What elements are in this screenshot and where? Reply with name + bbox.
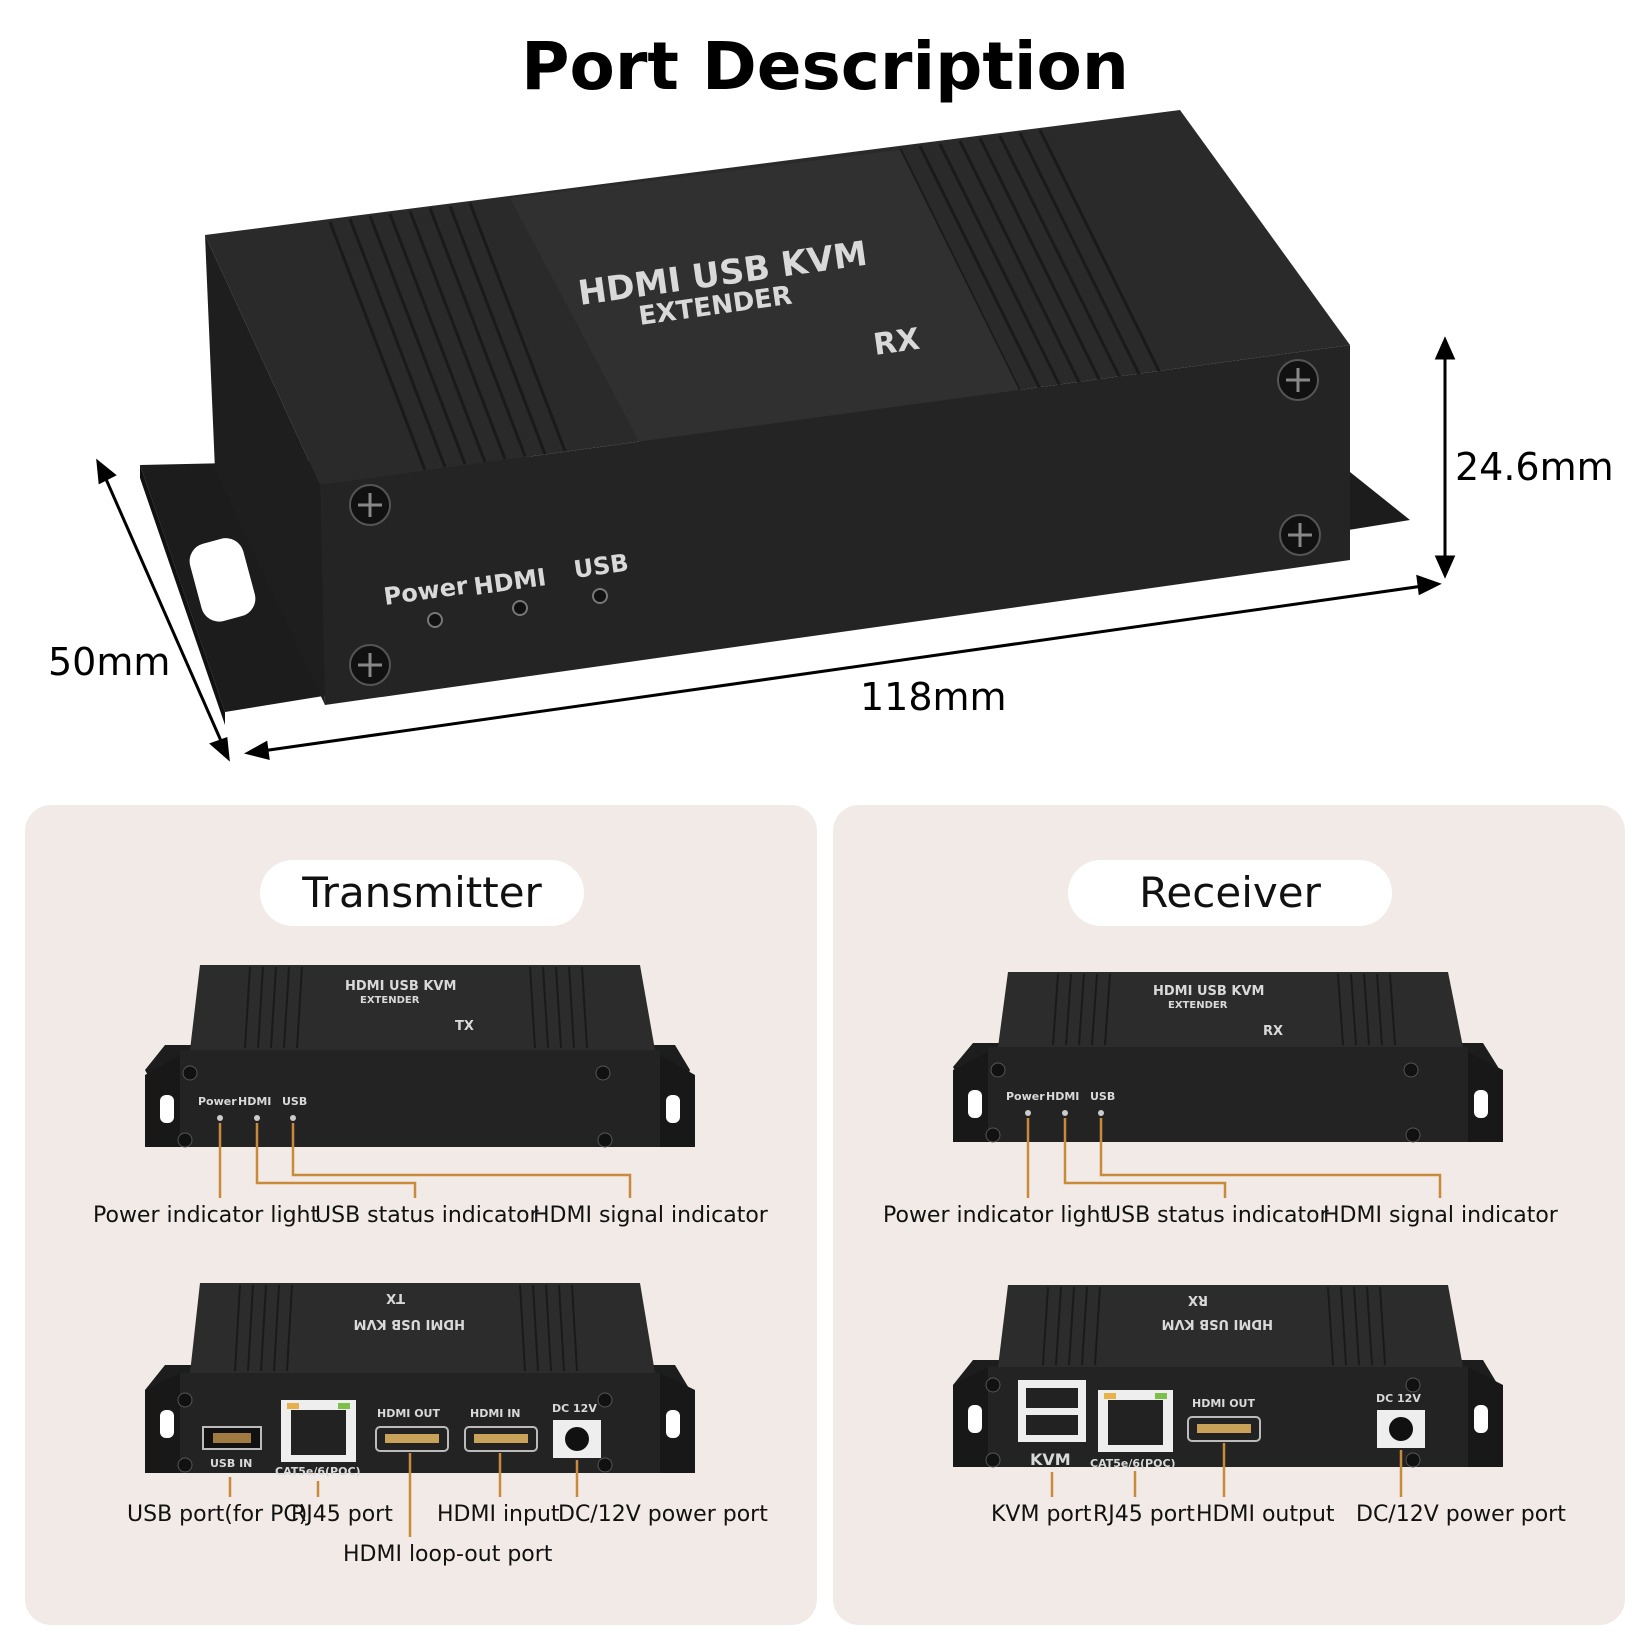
rx-callout-hdmi-output: HDMI output	[1196, 1502, 1335, 1527]
tx-hdmi-out-label: HDMI OUT	[377, 1407, 440, 1420]
height-dimension: 24.6mm	[1455, 445, 1614, 489]
page-title: Port Description	[521, 28, 1129, 105]
rx-led-hdmi-label: HDMI	[1046, 1090, 1079, 1103]
rx-dc-label: DC 12V	[1376, 1392, 1421, 1405]
rx-callout-kvm: KVM port	[991, 1502, 1092, 1527]
main-model-label: RX	[871, 322, 922, 363]
rx-callout-hdmi-signal: HDMI signal indicator	[1323, 1203, 1558, 1228]
width-dimension: 118mm	[860, 675, 1007, 719]
rx-callout-rj45: RJ45 port	[1093, 1502, 1195, 1527]
tx-front-brand1: HDMI USB KVM	[345, 979, 456, 994]
rx-front-model: RX	[1263, 1024, 1283, 1039]
tx-usb-port-label: USB IN	[210, 1457, 252, 1470]
depth-dimension: 50mm	[48, 640, 171, 684]
tx-callout-dc: DC/12V power port	[558, 1502, 768, 1527]
device-front	[320, 345, 1350, 705]
rx-rear-top	[998, 1285, 1463, 1367]
transmitter-panel: Transmitter HDMI USB KVM EXTENDER TX Pow…	[25, 805, 817, 1625]
tx-front-model: TX	[455, 1019, 474, 1034]
rx-front-top	[998, 972, 1463, 1047]
rx-callout-usb-status: USB status indicator	[1105, 1203, 1329, 1228]
tx-callout-usb-port: USB port(for PC)	[127, 1502, 308, 1527]
transmitter-heading: Transmitter	[260, 860, 584, 926]
tx-dc-label: DC 12V	[552, 1402, 597, 1415]
tx-led-usb-label: USB	[282, 1095, 307, 1108]
transmitter-diagrams: HDMI USB KVM EXTENDER TX Power HDMI USB …	[145, 965, 695, 1537]
tx-rear-top	[190, 1283, 655, 1373]
rx-led-power-label: Power	[1006, 1090, 1045, 1103]
rx-front-face	[988, 1047, 1468, 1142]
receiver-heading: Receiver	[1068, 860, 1392, 926]
tx-rear-brand1: HDMI USB KVM	[354, 1316, 465, 1331]
tx-callout-usb-status: USB status indicator	[315, 1203, 539, 1228]
tx-hdmi-in-label: HDMI IN	[470, 1407, 521, 1420]
tx-rear-model: TX	[386, 1290, 405, 1305]
receiver-diagrams: HDMI USB KVM EXTENDER RX Power HDMI USB …	[953, 972, 1503, 1497]
rx-hdmi-out-label: HDMI OUT	[1192, 1397, 1255, 1410]
tx-front-face	[180, 1050, 660, 1147]
hdmi-led	[512, 600, 528, 616]
usb-led	[592, 588, 608, 604]
rx-rear-model: RX	[1188, 1292, 1208, 1307]
rx-callout-dc: DC/12V power port	[1356, 1502, 1566, 1527]
power-led	[427, 612, 443, 628]
tx-led-power-label: Power	[198, 1095, 237, 1108]
rx-callout-power: Power indicator light	[883, 1203, 1110, 1228]
rx-rear-brand1: HDMI USB KVM	[1162, 1316, 1273, 1331]
tx-callout-rj45: RJ45 port	[291, 1502, 393, 1527]
tx-rj45-port-label: CAT5e/6(POC)	[275, 1465, 361, 1478]
width-arrow	[254, 583, 1431, 754]
depth-arrow	[100, 469, 227, 751]
mount-slot	[189, 538, 256, 622]
main-device-illustration: Power HDMI USB HDMI USB KVM EXTENDER RX	[96, 110, 1456, 762]
tx-callout-hdmi-input: HDMI input	[437, 1502, 560, 1527]
tx-front-top	[190, 965, 655, 1050]
rx-kvm-port-label: KVM	[1030, 1450, 1071, 1469]
rx-front-brand1: HDMI USB KVM	[1153, 984, 1264, 999]
tx-callout-hdmi-loop: HDMI loop-out port	[343, 1542, 553, 1567]
tx-led-hdmi-label: HDMI	[238, 1095, 271, 1108]
rx-led-usb-label: USB	[1090, 1090, 1115, 1103]
tx-callout-hdmi-signal: HDMI signal indicator	[533, 1203, 768, 1228]
receiver-panel: Receiver HDMI USB KVM EXTENDER RX Power …	[833, 805, 1625, 1625]
rx-rj45-port-label: CAT5e/6(POC)	[1090, 1457, 1176, 1470]
rx-front-brand2: EXTENDER	[1168, 1000, 1228, 1011]
tx-callout-power: Power indicator light	[93, 1203, 320, 1228]
tx-front-brand2: EXTENDER	[360, 995, 420, 1006]
